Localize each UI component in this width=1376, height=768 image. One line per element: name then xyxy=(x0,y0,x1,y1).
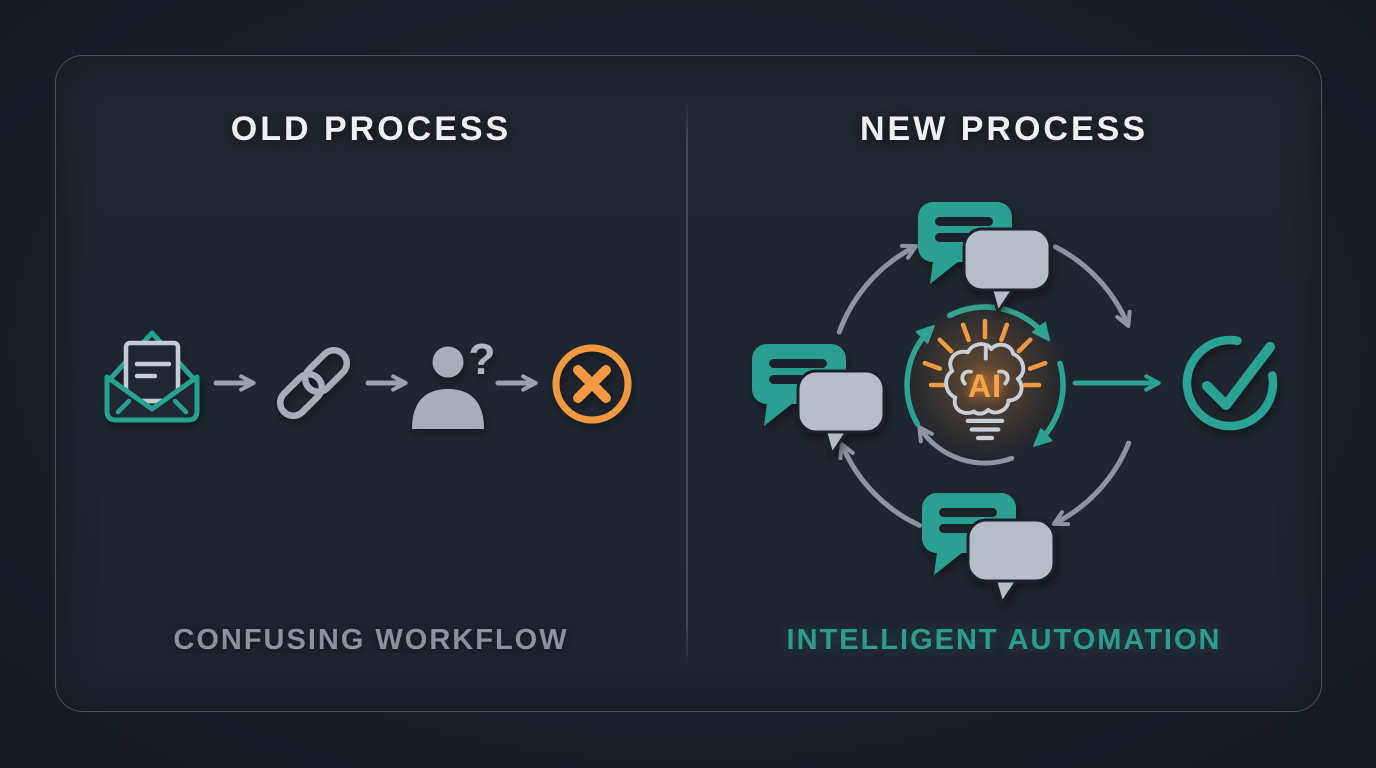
sunburst-rays-icon xyxy=(922,318,1048,388)
panel-divider xyxy=(686,100,688,666)
ai-label: AI xyxy=(968,368,1002,404)
question-mark: ? xyxy=(469,335,496,384)
confused-person-icon: ? xyxy=(412,335,495,429)
ai-brain-bulb-icon: AI AI xyxy=(903,303,1067,467)
brain-outline xyxy=(944,342,1026,441)
new-process-caption: INTELLIGENT AUTOMATION xyxy=(786,624,1222,656)
arc-top-to-right xyxy=(1052,244,1132,328)
chat-bubbles-icon-bottom xyxy=(920,491,1056,605)
chat-bubbles-icon-left xyxy=(750,342,886,456)
arc-bottom-to-left xyxy=(838,442,922,528)
old-process-title: OLD PROCESS xyxy=(230,110,512,148)
cycle-arrows-outer-icon xyxy=(836,243,1132,528)
arc-right-to-bottom xyxy=(1051,440,1132,527)
chat-bubbles-icon-top xyxy=(916,200,1052,314)
new-process-title: NEW PROCESS xyxy=(859,110,1149,148)
error-cross-circle-icon xyxy=(552,344,632,424)
success-check-circle-icon xyxy=(1182,335,1278,431)
chain-link-icon xyxy=(276,346,351,420)
ai-label-glow: AI xyxy=(968,368,1002,404)
arc-left-to-top xyxy=(836,243,919,335)
new-process-diagram: AI AI xyxy=(750,200,1278,605)
open-email-icon xyxy=(104,330,200,423)
old-process-caption: CONFUSING WORKFLOW xyxy=(173,624,569,656)
old-process-flow: ? xyxy=(104,330,632,429)
